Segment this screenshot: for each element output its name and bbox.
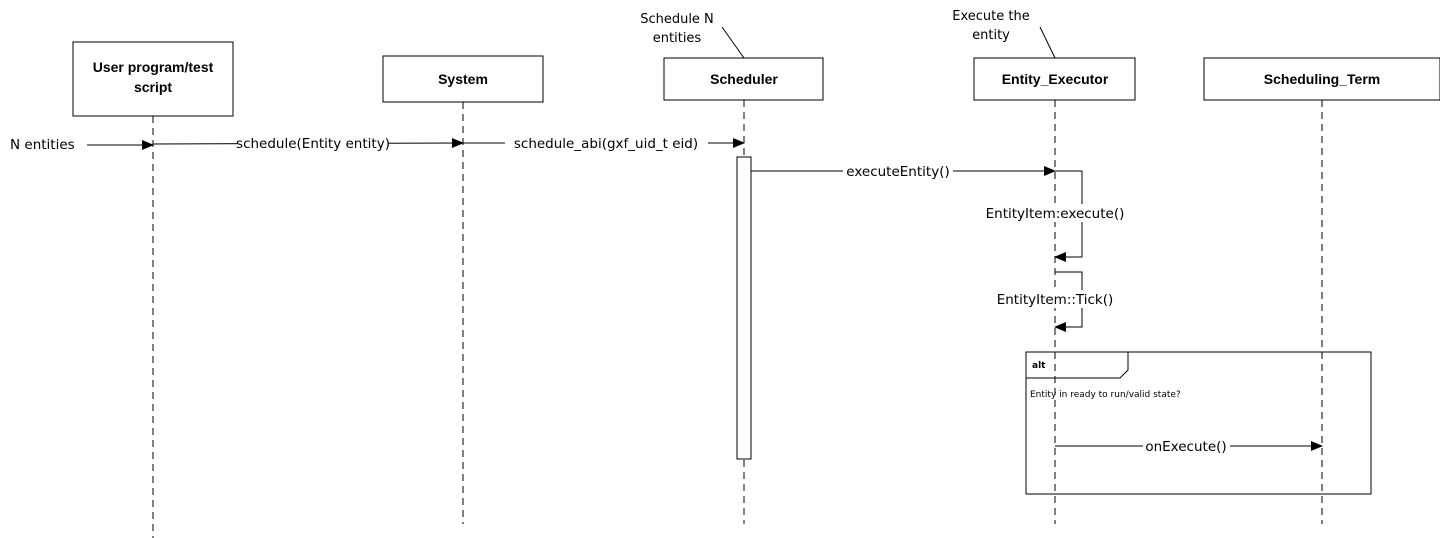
message-schedule-abi-label: schedule_abi(gxf_uid_t eid) xyxy=(514,136,698,152)
message-schedule-label: schedule(Entity entity) xyxy=(236,136,390,152)
message-on-execute: onExecute() xyxy=(1055,438,1323,455)
note-scheduler-line-1: Schedule N xyxy=(640,12,714,27)
message-item-execute-label: EntityItem:execute() xyxy=(986,206,1125,222)
note-executor-line-1: Execute the xyxy=(952,9,1029,24)
message-execute-entity: executeEntity() xyxy=(751,163,1056,180)
participant-scheduling-term[interactable]: Scheduling_Term xyxy=(1203,57,1440,101)
participant-executor-label: Entity_Executor xyxy=(1002,71,1109,87)
message-schedule-abi: schedule_abi(gxf_uid_t eid) xyxy=(463,135,745,152)
note-executor: Execute the entity xyxy=(952,9,1056,59)
note-scheduler-line-2: entities xyxy=(653,31,702,46)
participant-scheduling-term-label: Scheduling_Term xyxy=(1264,71,1380,87)
message-execute-entity-label: executeEntity() xyxy=(846,164,949,180)
scheduler-activation-bar xyxy=(736,156,752,460)
external-input-arrow: N entities xyxy=(10,137,154,153)
note-scheduler: Schedule N entities xyxy=(640,12,745,59)
message-schedule: schedule(Entity entity) xyxy=(152,135,464,152)
alt-guard-label: Entity in ready to run/valid state? xyxy=(1030,390,1181,400)
participant-system-label: System xyxy=(438,71,488,87)
alt-fragment: alt Entity in ready to run/valid state? xyxy=(1025,351,1372,495)
note-executor-pointer xyxy=(1039,26,1056,59)
participant-user[interactable]: User program/test script xyxy=(72,41,234,117)
message-item-tick: EntityItem::Tick() xyxy=(992,271,1118,332)
alt-operator-label: alt xyxy=(1032,361,1046,371)
message-item-execute: EntityItem:execute() xyxy=(982,170,1128,262)
alt-fragment-tab xyxy=(1026,352,1129,379)
alt-fragment-frame xyxy=(1025,351,1372,495)
note-executor-line-2: entity xyxy=(972,28,1010,43)
note-scheduler-pointer xyxy=(721,26,745,59)
message-item-tick-label: EntityItem::Tick() xyxy=(997,292,1114,308)
participant-executor[interactable]: Entity_Executor xyxy=(973,57,1136,101)
participant-scheduler-label: Scheduler xyxy=(710,71,778,87)
message-on-execute-label: onExecute() xyxy=(1145,439,1226,455)
participant-user-label-1: User program/test xyxy=(93,59,214,75)
participant-user-label-2: script xyxy=(134,79,172,95)
participant-scheduler[interactable]: Scheduler xyxy=(663,57,824,101)
participant-system[interactable]: System xyxy=(382,55,544,103)
external-input-label: N entities xyxy=(10,137,75,153)
